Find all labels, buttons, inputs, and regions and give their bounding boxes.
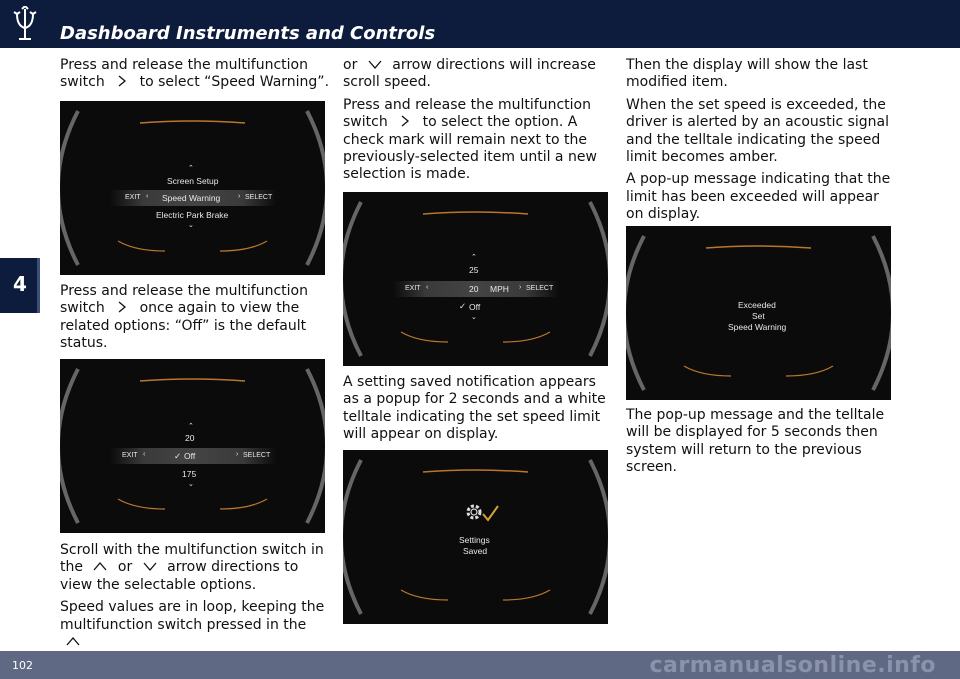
chevron-left-icon: ‹ xyxy=(146,193,149,200)
paragraph: A setting saved notification appears as … xyxy=(343,374,606,443)
gauge-arcs xyxy=(626,235,891,391)
menu-item-below: Electric Park Brake xyxy=(156,210,229,220)
paragraph: Scroll with the multifunction switch in … xyxy=(60,542,330,594)
selection-bar xyxy=(393,281,559,297)
column-3: Then the display will show the last modi… xyxy=(626,57,896,224)
chevron-right-icon xyxy=(114,301,130,313)
column-3-b: The pop-up message and the telltale will… xyxy=(626,407,896,477)
text: or xyxy=(343,57,358,73)
paragraph: Speed values are in loop, keeping the mu… xyxy=(60,599,330,651)
chevron-up-icon: ⌃ xyxy=(188,423,194,430)
watermark: carmanualsonline.info xyxy=(649,653,936,678)
page-title: Dashboard Instruments and Controls xyxy=(60,23,436,44)
option-selected: 20 xyxy=(469,284,479,294)
display-screen-speed-options: ⌃ 20 EXIT ‹ ✓ Off › SELECT 175 ⌄ xyxy=(60,359,325,533)
column-2-b: A setting saved notification appears as … xyxy=(343,374,613,444)
popup-line-1: Exceeded xyxy=(738,300,776,310)
text: Scroll with the multifunction switch in … xyxy=(60,542,324,576)
chevron-right-icon xyxy=(397,115,413,127)
chevron-right-icon: › xyxy=(519,284,522,291)
chevron-up-icon xyxy=(65,635,81,647)
column-2: or arrow directions will increase scroll… xyxy=(343,57,613,184)
popup-line-1: Settings xyxy=(459,535,490,545)
paragraph: Press and release the multifunction swit… xyxy=(60,283,330,353)
page-header: Dashboard Instruments and Controls xyxy=(0,0,960,48)
gauge-arcs xyxy=(343,459,608,615)
chevron-right-icon: › xyxy=(236,451,239,458)
chevron-right-icon: › xyxy=(238,193,241,200)
text: Press and release the multifunction swit… xyxy=(343,96,591,131)
text: Press and release the multifunction swit… xyxy=(60,283,308,317)
paragraph: When the set speed is exceeded, the driv… xyxy=(626,96,890,166)
unit-label: MPH xyxy=(490,284,509,294)
chapter-tab[interactable]: 4 xyxy=(0,258,40,313)
text: arrow directions will increase scroll sp… xyxy=(343,57,596,91)
exit-label: EXIT xyxy=(122,452,138,459)
chevron-up-icon: ⌃ xyxy=(471,254,477,261)
gauge-arcs xyxy=(60,110,325,266)
select-label: SELECT xyxy=(245,194,273,201)
exit-label: EXIT xyxy=(125,194,141,201)
paragraph: Then the display will show the last modi… xyxy=(626,57,868,91)
chevron-right-icon xyxy=(114,75,130,87)
display-screen-speed-warning: ⌃ Screen Setup EXIT ‹ Speed Warning › SE… xyxy=(60,101,325,275)
chevron-down-icon: ⌄ xyxy=(188,481,194,488)
paragraph: or arrow directions will increase scroll… xyxy=(343,57,613,92)
trident-logo-icon xyxy=(13,6,37,40)
chevron-left-icon: ‹ xyxy=(143,451,146,458)
text: to select “Speed Warning”. xyxy=(139,74,330,91)
text: arrow directions to view the selectable … xyxy=(60,559,299,593)
menu-item-selected: Speed Warning xyxy=(162,193,221,203)
select-label: SELECT xyxy=(526,285,554,292)
column-1: Press and release the multifunction swit… xyxy=(60,57,330,92)
chevron-up-icon: ⌃ xyxy=(188,165,194,172)
option-below: 175 xyxy=(182,469,197,479)
text: to select the option. A check mark will … xyxy=(343,114,597,183)
display-screen-exceeded: Exceeded Set Speed Warning xyxy=(626,226,891,400)
check-icon: ✓ xyxy=(459,301,467,311)
select-label: SELECT xyxy=(243,452,271,459)
popup-line-2: Saved xyxy=(463,546,488,556)
chevron-down-icon xyxy=(142,560,158,572)
text: or xyxy=(117,559,133,576)
page-footer: 102 carmanualsonline.info xyxy=(0,651,960,679)
paragraph: A pop-up message indicating that the lim… xyxy=(626,171,891,223)
paragraph: Press and release the multifunction swit… xyxy=(60,57,330,92)
column-1-b: Press and release the multifunction swit… xyxy=(60,283,330,353)
popup-line-3: Speed Warning xyxy=(728,322,787,332)
chevron-left-icon: ‹ xyxy=(426,284,429,291)
gauge-arcs xyxy=(60,368,325,524)
settings-saved-icon xyxy=(466,504,499,522)
paragraph: Press and release the multifunction swit… xyxy=(343,97,613,184)
display-screen-settings-saved: Settings Saved xyxy=(343,450,608,624)
display-screen-speed-mph: ⌃ 25 EXIT ‹ 20 MPH › SELECT ✓ Off ⌄ xyxy=(343,192,608,366)
option-below: Off xyxy=(469,302,481,312)
option-above: 25 xyxy=(469,265,479,275)
chevron-up-icon xyxy=(92,560,108,572)
selection-bar xyxy=(110,190,276,206)
page-number: 102 xyxy=(12,659,33,672)
selection-bar xyxy=(110,448,276,464)
exit-label: EXIT xyxy=(405,285,421,292)
text: once again to view the related options: … xyxy=(60,300,307,352)
chapter-number: 4 xyxy=(13,272,27,296)
text: Press and release the multifunction swit… xyxy=(60,57,308,91)
chevron-down-icon: ⌄ xyxy=(471,314,477,321)
option-selected: Off xyxy=(184,451,196,461)
text: Speed values are in loop, keeping the mu… xyxy=(60,599,325,633)
chevron-down-icon xyxy=(367,58,383,70)
menu-item-above: Screen Setup xyxy=(167,176,219,186)
column-1-c: Scroll with the multifunction switch in … xyxy=(60,542,330,651)
paragraph: The pop-up message and the telltale will… xyxy=(626,407,885,476)
popup-line-2: Set xyxy=(752,311,765,321)
check-icon: ✓ xyxy=(174,451,182,461)
gauge-arcs xyxy=(343,201,608,357)
chevron-down-icon: ⌄ xyxy=(188,222,194,229)
option-above: 20 xyxy=(185,433,195,443)
